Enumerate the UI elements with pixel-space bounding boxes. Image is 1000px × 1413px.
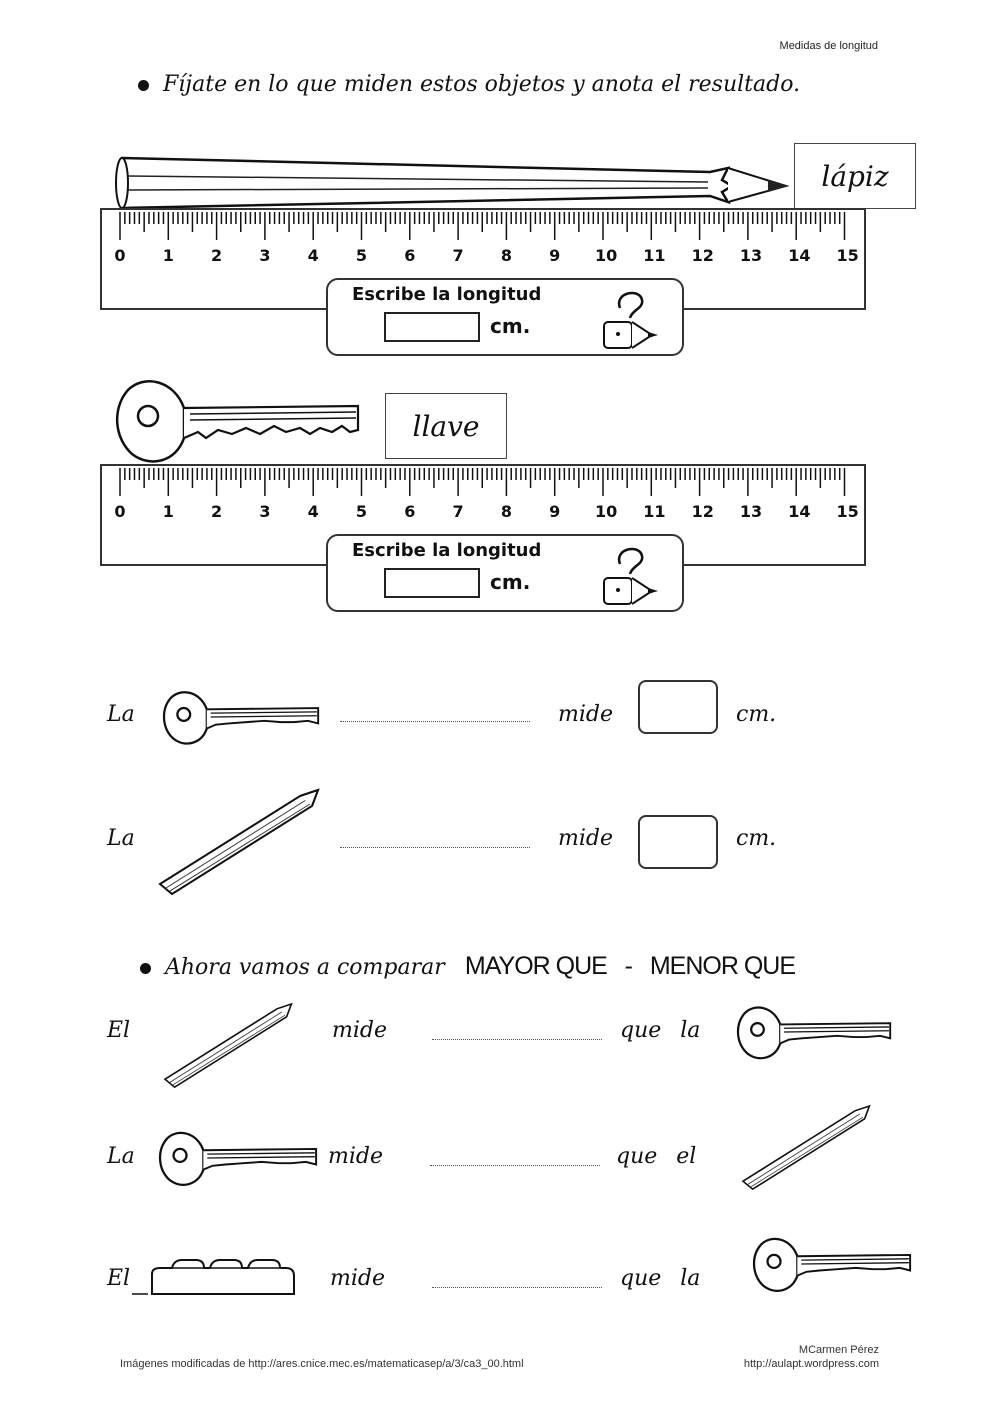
ruler-label: 12	[691, 502, 714, 521]
sentence-1-unit: cm.	[736, 702, 777, 727]
key-icon	[162, 691, 320, 745]
key-icon	[736, 1006, 892, 1060]
ruler-label: 6	[404, 502, 416, 521]
pencil-question-icon	[598, 542, 662, 613]
panel-title: Escribe la longitud	[352, 540, 542, 561]
sharpener-image	[130, 1256, 310, 1303]
object-label-llave: llave	[385, 393, 507, 459]
length-input-key[interactable]	[384, 568, 480, 598]
comparison-2-blank[interactable]	[430, 1164, 600, 1166]
ruler-label: 6	[404, 246, 416, 265]
key-image-small	[158, 1126, 320, 1195]
answer-panel-1: Escribe la longitud cm.	[326, 278, 684, 356]
pencil-image-small	[150, 780, 330, 905]
comparison-1-verb: mide	[332, 1018, 387, 1043]
pencil-icon	[741, 1104, 871, 1191]
ruler-label: 4	[307, 246, 319, 265]
key-icon	[752, 1237, 912, 1292]
ruler-ticks-2	[119, 468, 846, 496]
sharpener-icon	[132, 1259, 295, 1295]
comparison-3-blank[interactable]	[432, 1286, 602, 1288]
comparison-2-verb: mide	[328, 1144, 383, 1169]
sentence-2-verb: mide	[558, 826, 613, 851]
ruler-label: 8	[500, 246, 512, 265]
sentence-2-article: La	[107, 826, 135, 851]
ruler-label: 5	[355, 246, 368, 265]
unit-label: cm.	[490, 570, 531, 594]
ruler-label: 7	[452, 246, 464, 265]
ruler-label: 10	[595, 502, 618, 521]
key-icon	[115, 380, 360, 463]
comparison-3-verb: mide	[330, 1266, 385, 1291]
ruler-label: 13	[739, 246, 763, 265]
ruler-label: 11	[643, 502, 666, 521]
pencil-question-icon	[598, 286, 662, 357]
length-input-pencil[interactable]	[384, 312, 480, 342]
instruction-1: Fíjate en lo que miden estos objetos y a…	[138, 72, 800, 97]
unit-label: cm.	[490, 314, 531, 338]
answer-panel-2: Escribe la longitud cm.	[326, 534, 684, 612]
page-header-title: Medidas de longitud	[779, 40, 878, 52]
ruler-label: 7	[452, 502, 464, 521]
comparison-options: MAYOR QUE - MENOR QUE	[464, 952, 796, 980]
pencil-image-large	[110, 152, 792, 219]
footer-credit-source: Imágenes modificadas de http://ares.cnic…	[120, 1358, 524, 1370]
sentence-2-blank[interactable]	[340, 846, 530, 848]
sentence-2-unit: cm.	[736, 826, 777, 851]
comparison-3-connector: que la	[620, 1266, 701, 1291]
comparison-1-blank[interactable]	[432, 1038, 602, 1040]
sentence-2-length-box[interactable]	[638, 815, 718, 869]
footer-author: MCarmen Pérez	[798, 1344, 879, 1356]
ruler-ticks-1	[119, 212, 846, 240]
comparison-2-article: La	[107, 1144, 135, 1169]
comparison-1-article: El	[107, 1018, 131, 1043]
bullet-icon	[138, 79, 149, 91]
ruler-label: 1	[162, 502, 174, 521]
key-image-small	[736, 1000, 894, 1069]
key-image-small	[752, 1232, 914, 1301]
bullet-icon	[140, 962, 151, 974]
ruler-label: 13	[739, 502, 763, 521]
footer-author-url[interactable]: http://aulapt.wordpress.com	[743, 1358, 879, 1370]
ruler-label: 12	[691, 246, 714, 265]
ruler-label: 5	[355, 502, 368, 521]
key-image-small	[162, 684, 322, 755]
ruler-label: 8	[500, 502, 512, 521]
instruction-2-text: Ahora vamos a comparar	[165, 955, 445, 980]
panel-title: Escribe la longitud	[352, 284, 542, 305]
comparison-2-connector: que el	[616, 1144, 697, 1169]
ruler-label: 14	[788, 502, 811, 521]
ruler-label: 2	[211, 246, 223, 265]
ruler-label: 15	[836, 502, 859, 521]
object-label-lapiz: lápiz	[794, 143, 916, 209]
instruction-2: Ahora vamos a comparar MAYOR QUE - MENOR…	[140, 952, 796, 981]
sentence-1-length-box[interactable]	[638, 680, 718, 734]
ruler-label: 4	[307, 502, 319, 521]
ruler-label: 9	[549, 246, 561, 265]
key-icon	[158, 1131, 318, 1186]
ruler-label: 14	[788, 246, 811, 265]
ruler-label: 11	[643, 246, 666, 265]
ruler-label: 0	[114, 246, 126, 265]
sentence-1-blank[interactable]	[340, 720, 530, 722]
ruler-label: 1	[162, 246, 174, 265]
pencil-icon	[115, 156, 790, 210]
ruler-label: 3	[259, 246, 271, 265]
pencil-image-small	[732, 1098, 882, 1199]
ruler-label: 10	[595, 246, 618, 265]
pencil-image-small	[154, 996, 304, 1097]
comparison-1-connector: que la	[620, 1018, 701, 1043]
ruler-label: 9	[549, 502, 561, 521]
instruction-1-text: Fíjate en lo que miden estos objetos y a…	[163, 72, 801, 97]
key-image-large	[114, 372, 364, 473]
sentence-1-verb: mide	[558, 702, 613, 727]
ruler-label: 15	[836, 246, 859, 265]
ruler-label: 0	[114, 502, 126, 521]
pencil-icon	[158, 788, 320, 896]
comparison-3-article: El	[107, 1266, 131, 1291]
ruler-label: 2	[211, 502, 223, 521]
pencil-icon	[163, 1002, 293, 1089]
ruler-label: 3	[259, 502, 271, 521]
sentence-1-article: La	[107, 702, 135, 727]
